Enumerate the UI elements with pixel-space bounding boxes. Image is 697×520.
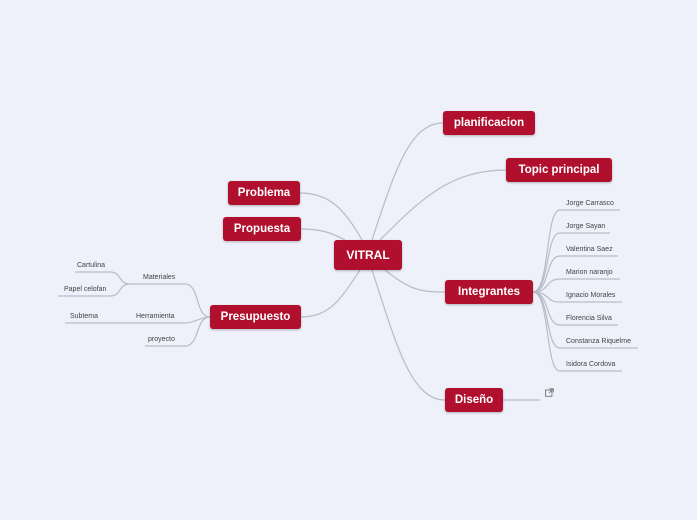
materiales-item[interactable]: Cartulina (77, 262, 106, 269)
connector-integrante-4 (532, 278, 620, 293)
integrante-item[interactable]: Jorge Sayan (566, 223, 606, 230)
topic-problema[interactable]: Problema (228, 181, 300, 205)
connector-integrante-8 (532, 291, 622, 372)
materiales-item[interactable]: Papel celofan (64, 286, 107, 293)
central-topic[interactable]: VITRAL (334, 240, 402, 270)
connector-planificacion (371, 122, 444, 241)
connector-materiales (130, 283, 211, 318)
integrante-item[interactable]: Marion naranjo (566, 269, 613, 276)
topic-presupuesto[interactable]: Presupuesto (210, 305, 301, 329)
connector-papel (58, 283, 131, 297)
connector-diseno (371, 269, 446, 401)
topic-integrantes[interactable]: Integrantes (445, 280, 533, 304)
connector-cartulina (75, 271, 131, 285)
connector-integrante-6 (532, 291, 618, 326)
connector-topic-principal (379, 169, 507, 241)
presupuesto-proyecto[interactable]: proyecto (148, 336, 175, 343)
topic-diseno[interactable]: Diseño (445, 388, 503, 412)
connector-integrante-3 (532, 255, 618, 293)
integrante-item[interactable]: Isidora Cordova (566, 361, 616, 368)
presupuesto-materiales[interactable]: Materiales (143, 274, 176, 281)
connector-proyecto (145, 316, 211, 347)
external-link-icon[interactable] (545, 388, 554, 397)
topic-principal[interactable]: Topic principal (506, 158, 612, 182)
integrante-item[interactable]: Jorge Carrasco (566, 200, 614, 207)
integrante-item[interactable]: Ignacio Morales (566, 292, 616, 299)
integrante-item[interactable]: Constanza Riquelme (566, 338, 631, 345)
connector-presupuesto (299, 269, 361, 318)
connector-integrante-1 (532, 209, 620, 293)
integrante-item[interactable]: Valentina Saez (566, 246, 613, 253)
herramienta-item[interactable]: Subtema (70, 313, 99, 320)
connector-integrante-2 (532, 232, 610, 293)
topic-propuesta[interactable]: Propuesta (223, 217, 301, 241)
connector-integrantes (384, 269, 446, 293)
connector-problema (299, 192, 363, 241)
connector-propuesta (299, 228, 346, 241)
integrante-item[interactable]: Florencia Silva (566, 315, 612, 322)
presupuesto-herramienta[interactable]: Herramienta (136, 313, 175, 320)
topic-planificacion[interactable]: planificacion (443, 111, 535, 135)
